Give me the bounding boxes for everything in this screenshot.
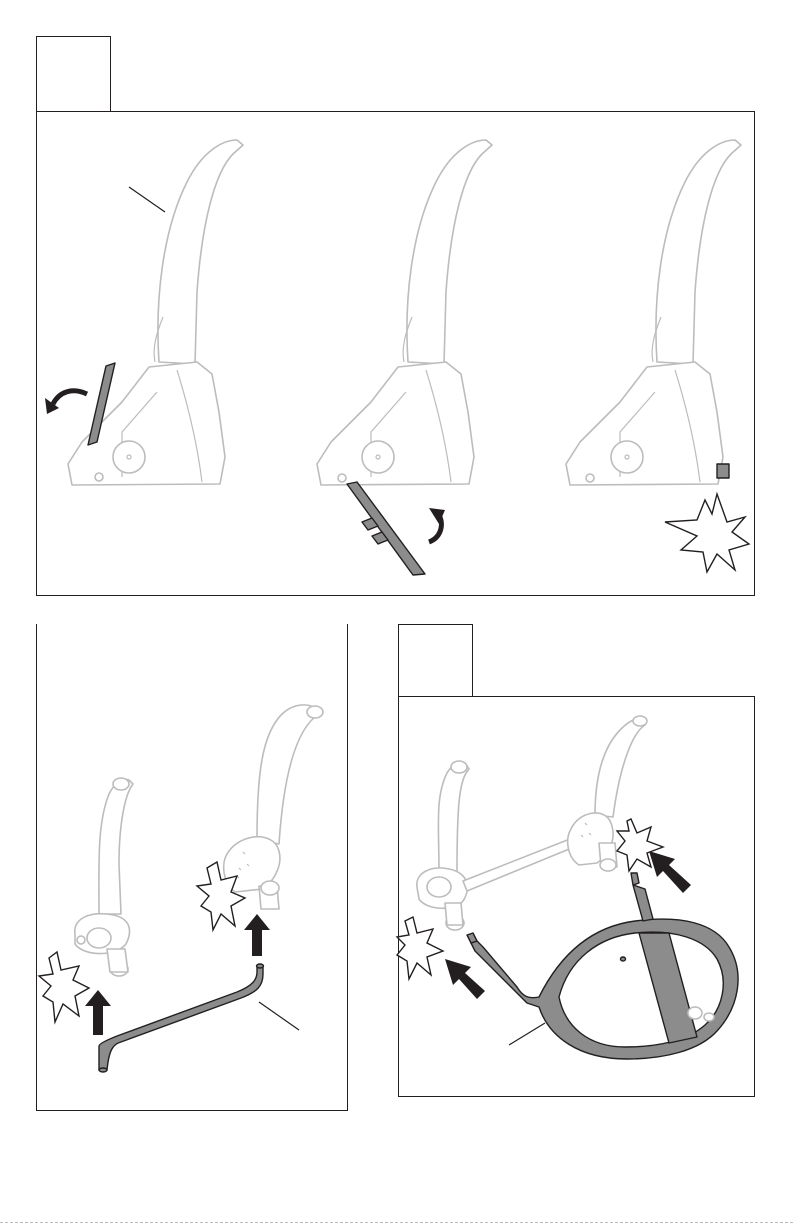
click-star-2	[39, 952, 89, 1022]
leg-small-left	[75, 778, 133, 976]
push-arrow-left	[445, 959, 485, 999]
rotate-arrow-up	[429, 508, 445, 542]
click-star-1	[665, 494, 749, 572]
leg-tall-right	[224, 705, 323, 909]
step-number-box-top	[36, 36, 111, 112]
step-number-box-bottom-right	[398, 624, 473, 697]
base-tube	[99, 964, 299, 1072]
leader-line-tube	[259, 1002, 299, 1030]
step-bottom-left-illustration	[37, 624, 349, 1111]
push-arrow-up-right	[244, 914, 270, 956]
step-panel-bottom-right	[398, 696, 755, 1097]
push-arrow-up-left	[85, 990, 111, 1035]
page-bottom-trim-line	[0, 1222, 793, 1223]
leg-assembly-1	[45, 140, 243, 485]
step-bottom-right-illustration	[399, 697, 756, 1098]
leader-line-frame	[509, 1023, 545, 1045]
step-top-illustration	[37, 112, 756, 597]
cross-bar	[463, 837, 579, 891]
step-panel-top	[36, 111, 755, 596]
leg-assembly-2	[317, 140, 492, 575]
step-panel-bottom-left	[36, 624, 348, 1111]
push-arrow-right	[649, 851, 691, 893]
leader-line-leg	[129, 187, 165, 212]
leg-left-assembled	[417, 761, 469, 930]
leg-assembly-3	[566, 140, 749, 572]
base-frame	[467, 873, 738, 1059]
click-star-4	[397, 917, 443, 979]
rotate-arrow-left	[45, 391, 87, 414]
